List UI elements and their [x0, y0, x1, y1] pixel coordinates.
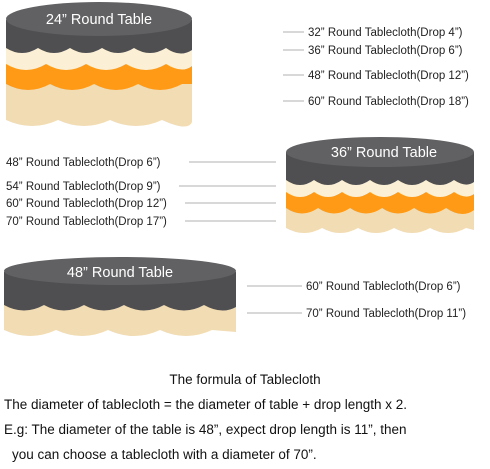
table-36-illustration: 36” Round Table — [286, 137, 474, 233]
table-48-illustration: 48” Round Table — [4, 257, 236, 336]
t3-label-2: 70” Round Tablecloth(Drop 11”) — [306, 308, 466, 320]
t1-label-4: 60” Round Tablecloth(Drop 18”) — [308, 96, 469, 108]
t2-tabletop — [286, 137, 474, 167]
formula-title: The formula of Tablecloth — [169, 372, 321, 387]
t2-label-2: 54” Round Tablecloth(Drop 9”) — [6, 181, 161, 193]
t1-tabletop — [6, 2, 192, 36]
t3-tabletop — [4, 257, 236, 285]
t2-label-4: 70” Round Tablecloth(Drop 17”) — [6, 216, 167, 228]
t2-labels: 48” Round Tablecloth(Drop 6”) 54” Round … — [6, 157, 276, 228]
t2-label-1: 48” Round Tablecloth(Drop 6”) — [6, 157, 161, 169]
formula-line-1: The diameter of tablecloth = the diamete… — [4, 397, 407, 412]
t1-label-2: 36” Round Tablecloth(Drop 6”) — [308, 45, 463, 57]
t1-label-1: 32” Round Tablecloth(Drop 4”) — [308, 27, 463, 39]
t3-title: 48” Round Table — [67, 265, 173, 281]
t1-title: 24” Round Table — [46, 12, 152, 28]
formula-line-3: you can choose a tablecloth with a diame… — [12, 447, 317, 462]
t1-label-3: 48” Round Tablecloth(Drop 12”) — [308, 70, 469, 82]
t3-labels: 60” Round Tablecloth(Drop 6”) 70” Round … — [247, 281, 466, 320]
t2-label-3: 60” Round Tablecloth(Drop 12”) — [6, 198, 167, 210]
t1-labels: 32” Round Tablecloth(Drop 4”) 36” Round … — [283, 27, 469, 108]
table-24-illustration: 24” Round Table — [6, 2, 192, 127]
formula-line-2: E.g: The diameter of the table is 48”, e… — [4, 422, 407, 437]
t3-label-1: 60” Round Tablecloth(Drop 6”) — [306, 281, 461, 293]
t2-title: 36” Round Table — [331, 145, 437, 161]
